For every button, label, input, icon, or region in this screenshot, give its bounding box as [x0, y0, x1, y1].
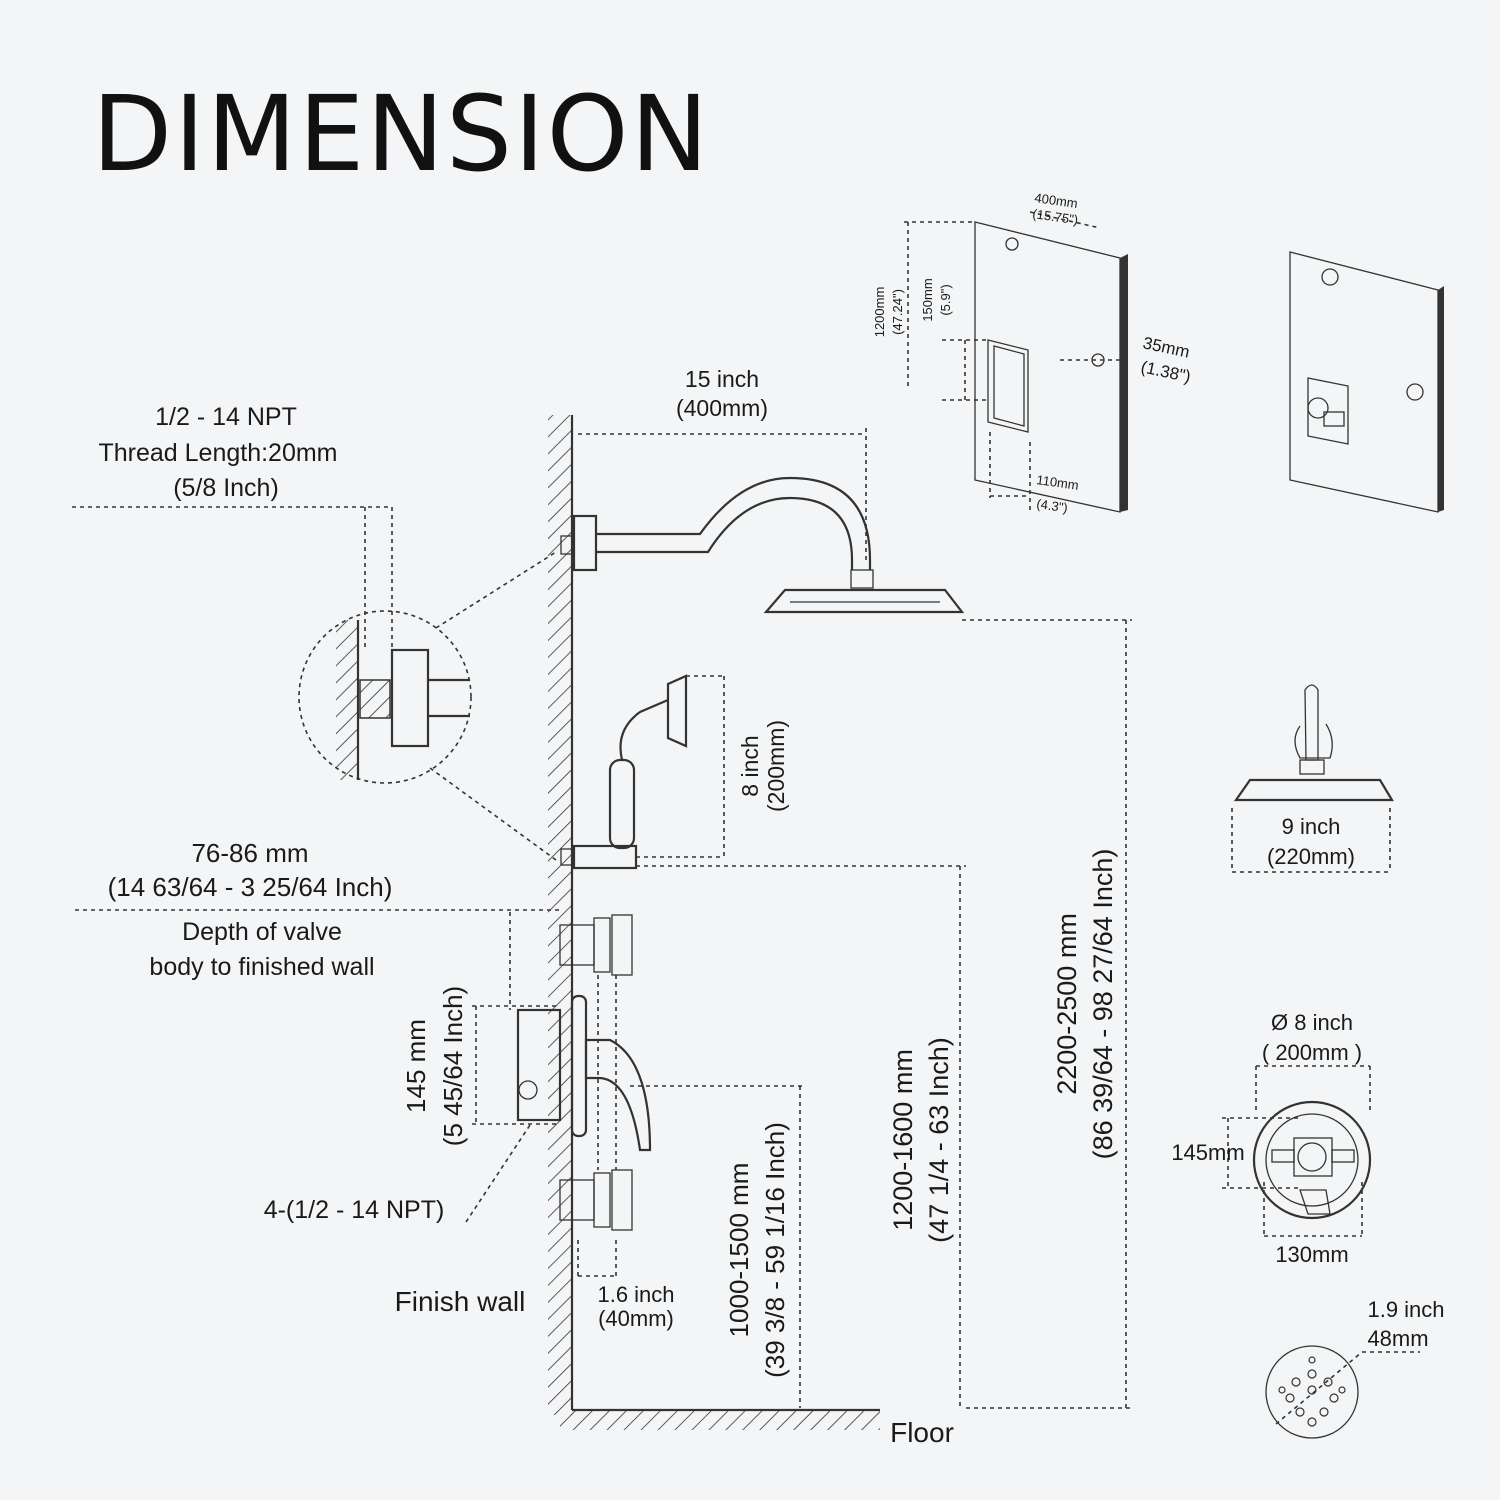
trim-height: 145mm: [1171, 1140, 1244, 1165]
body-jet-inch: 1.9 inch: [1367, 1297, 1444, 1322]
spacing-mm: (40mm): [598, 1306, 674, 1331]
panel-width-in: (15.75"): [1032, 206, 1079, 227]
outlet-height-mm: 1200-1600 mm: [888, 1049, 918, 1231]
valve-height-mm: 1000-1500 mm: [724, 1163, 754, 1338]
spacing-inch: 1.6 inch: [597, 1282, 674, 1307]
valve-body-dimension: 145 mm (5 45/64 Inch) 4-(1/2 - 14 NPT): [264, 912, 560, 1224]
finish-wall-graphic: [548, 415, 574, 1415]
valve-depth-mm: 76-86 mm: [191, 838, 308, 868]
head-height-mm: 2200-2500 mm: [1052, 913, 1082, 1095]
box-width-mm: 110mm: [1036, 472, 1080, 493]
outlet-spacing: 1.6 inch (40mm): [577, 1240, 675, 1331]
valve-depth-caption-2: body to finished wall: [149, 953, 374, 981]
trim-plate: Ø 8 inch ( 200mm ) 145mm 130mm: [1171, 1010, 1372, 1267]
wall-panel-installed: [1289, 251, 1444, 513]
height-outlet: 1200-1600 mm (47 1/4 - 63 Inch): [636, 865, 966, 1408]
trim-width: 130mm: [1275, 1242, 1348, 1267]
valve-depth-inch: (14 63/64 - 3 25/64 Inch): [108, 872, 393, 902]
head-height-inch: (86 39/64 - 98 27/64 Inch): [1088, 849, 1118, 1160]
valve-depth-caption-1: Depth of valve: [182, 918, 342, 946]
trim-diameter-inch: Ø 8 inch: [1271, 1010, 1353, 1035]
panel-depth-in: (1.38"): [1139, 357, 1192, 386]
thread-detail: 1/2 - 14 NPT Thread Length:20mm (5/8 Inc…: [72, 403, 557, 861]
box-width-in: (4.3"): [1036, 496, 1069, 515]
panel-height-in: (47.24"): [890, 289, 905, 335]
thread-spec: 1/2 - 14 NPT: [155, 403, 297, 431]
box-height-in: (5.9"): [938, 284, 953, 315]
finish-wall-label: Finish wall: [395, 1286, 526, 1317]
arm-dimension: 15 inch (400mm): [578, 366, 867, 560]
inlet-spec: 4-(1/2 - 14 NPT): [264, 1196, 445, 1224]
handshower-height-mm: (200mm): [763, 720, 789, 812]
rain-shower-head: [763, 588, 965, 614]
shower-arm: [560, 476, 874, 589]
body-jet-mm: 48mm: [1367, 1326, 1428, 1351]
thread-length-inch: (5/8 Inch): [173, 474, 279, 502]
arm-length-mm: (400mm): [676, 395, 768, 421]
thread-length: Thread Length:20mm: [98, 439, 337, 467]
outlet-height-inch: (47 1/4 - 63 Inch): [924, 1037, 954, 1243]
shower-head-side-view: 9 inch (220mm): [1231, 684, 1394, 873]
body-jet: 1.9 inch 48mm: [1265, 1297, 1445, 1439]
arm-length-inch: 15 inch: [685, 366, 759, 392]
box-height-mm: 150mm: [920, 278, 935, 321]
panel-width-mm: 400mm: [1034, 190, 1079, 211]
panel-height-mm: 1200mm: [872, 287, 887, 338]
handshower-height-inch: 8 inch: [737, 735, 763, 796]
floor-graphic: [560, 1408, 880, 1430]
valve-height-inch: (39 3/8 - 59 1/16 Inch): [760, 1122, 790, 1378]
head-diameter-mm: (220mm): [1267, 844, 1355, 869]
trim-diameter-mm: ( 200mm ): [1262, 1040, 1362, 1065]
valve-body-mm: 145 mm: [401, 1019, 431, 1113]
floor-label: Floor: [890, 1417, 954, 1448]
height-head: 2200-2500 mm (86 39/64 - 98 27/64 Inch): [962, 619, 1132, 1409]
height-valve: 1000-1500 mm (39 3/8 - 59 1/16 Inch): [630, 1085, 806, 1408]
valve-depth: 76-86 mm (14 63/64 - 3 25/64 Inch) Depth…: [75, 838, 560, 981]
wall-panel-front: 400mm (15.75") 1200mm (47.24") 150mm (5.…: [872, 190, 1192, 515]
valve-body: [516, 914, 652, 1231]
hand-shower: 8 inch (200mm): [560, 674, 789, 870]
thread-magnifier-circle: [298, 610, 472, 784]
panel-depth-mm: 35mm: [1141, 333, 1191, 361]
page-title: DIMENSION: [92, 73, 711, 195]
head-diameter-inch: 9 inch: [1282, 814, 1341, 839]
valve-body-inch: (5 45/64 Inch): [438, 986, 468, 1146]
